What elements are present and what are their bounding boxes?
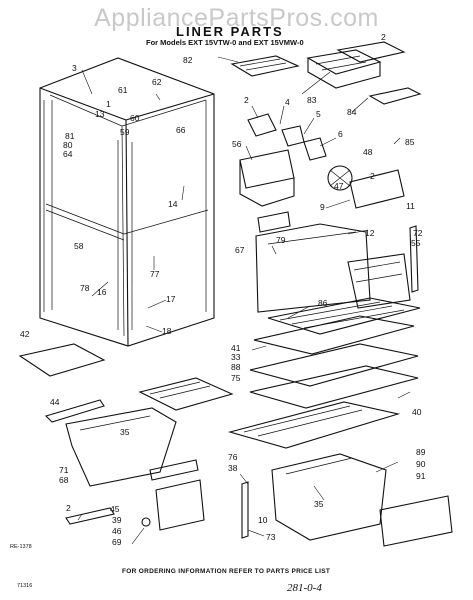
callout-64: 64: [63, 149, 73, 159]
watermark: AppliancePartsPros.com: [94, 4, 379, 32]
callout-67: 67: [235, 245, 245, 255]
callout-33: 33: [231, 352, 241, 362]
callout-55: 55: [411, 238, 421, 248]
callout-40: 40: [412, 407, 422, 417]
callout-9: 9: [320, 202, 325, 212]
callout-59: 59: [120, 127, 130, 137]
callout-82: 82: [183, 55, 193, 65]
callout-12: 12: [365, 228, 375, 238]
callout-2-mid: 2: [370, 171, 375, 181]
callout-76: 76: [228, 452, 238, 462]
diagram-subtitle: For Models EXT 15VTW-0 and EXT 15VMW-0: [146, 38, 304, 47]
callout-2-upper: 2: [244, 95, 249, 105]
callout-39: 39: [112, 515, 122, 525]
callout-86: 86: [318, 298, 328, 308]
callout-38: 38: [228, 463, 238, 473]
callout-90: 90: [416, 459, 426, 469]
callout-41: 41: [231, 343, 241, 353]
diagram-title: LINER PARTS: [176, 24, 284, 39]
callout-80: 80: [63, 140, 73, 150]
shelves-and-bins: [18, 223, 453, 547]
callout-69: 69: [112, 537, 122, 547]
callout-3: 3: [72, 63, 77, 73]
liner-cabinet: [39, 57, 215, 347]
callout-83: 83: [307, 95, 317, 105]
callout-78: 78: [80, 283, 90, 293]
callout-77: 77: [150, 269, 160, 279]
callout-35-right: 35: [314, 499, 324, 509]
callout-45: 45: [110, 504, 120, 514]
callout-13: 13: [95, 109, 105, 119]
callout-35-left: 35: [120, 427, 130, 437]
callout-60: 60: [130, 113, 140, 123]
callout-62: 62: [152, 77, 162, 87]
callout-71: 71: [59, 465, 69, 475]
callout-75: 75: [231, 373, 241, 383]
callout-10: 10: [258, 515, 268, 525]
callout-68: 68: [59, 475, 69, 485]
callout-88: 88: [231, 362, 241, 372]
callout-5: 5: [316, 109, 321, 119]
callout-81: 81: [65, 131, 75, 141]
callout-89: 89: [416, 447, 426, 457]
drawing-code: RE-1378: [10, 544, 32, 550]
callout-72: 72: [413, 228, 423, 238]
callout-85: 85: [405, 137, 415, 147]
callout-1: 1: [106, 99, 111, 109]
callout-18: 18: [162, 326, 172, 336]
callout-58: 58: [74, 241, 84, 251]
callout-2-top: 2: [381, 32, 386, 42]
callout-47: 47: [334, 181, 344, 191]
top-parts: [230, 41, 422, 233]
callout-4: 4: [285, 97, 290, 107]
ordering-info-note: FOR ORDERING INFORMATION REFER TO PARTS …: [122, 568, 331, 575]
callout-46: 46: [112, 526, 122, 536]
callout-17: 17: [166, 294, 176, 304]
callout-61: 61: [118, 85, 128, 95]
callout-73: 73: [266, 532, 276, 542]
callout-44: 44: [50, 397, 60, 407]
callout-91: 91: [416, 471, 426, 481]
callout-2-bottom: 2: [66, 503, 71, 513]
leader-lines: [77, 56, 411, 545]
callout-79: 79: [276, 235, 286, 245]
callout-56: 56: [232, 139, 242, 149]
callout-48: 48: [363, 147, 373, 157]
callout-11: 11: [406, 201, 415, 211]
callout-66: 66: [176, 125, 186, 135]
callout-16: 16: [97, 287, 107, 297]
handwritten-note: 281-0-4: [287, 582, 322, 594]
callout-6: 6: [338, 129, 343, 139]
callout-42: 42: [20, 329, 30, 339]
callout-84: 84: [347, 107, 357, 117]
reference-code: 71316: [17, 583, 33, 589]
callout-14: 14: [168, 199, 178, 209]
